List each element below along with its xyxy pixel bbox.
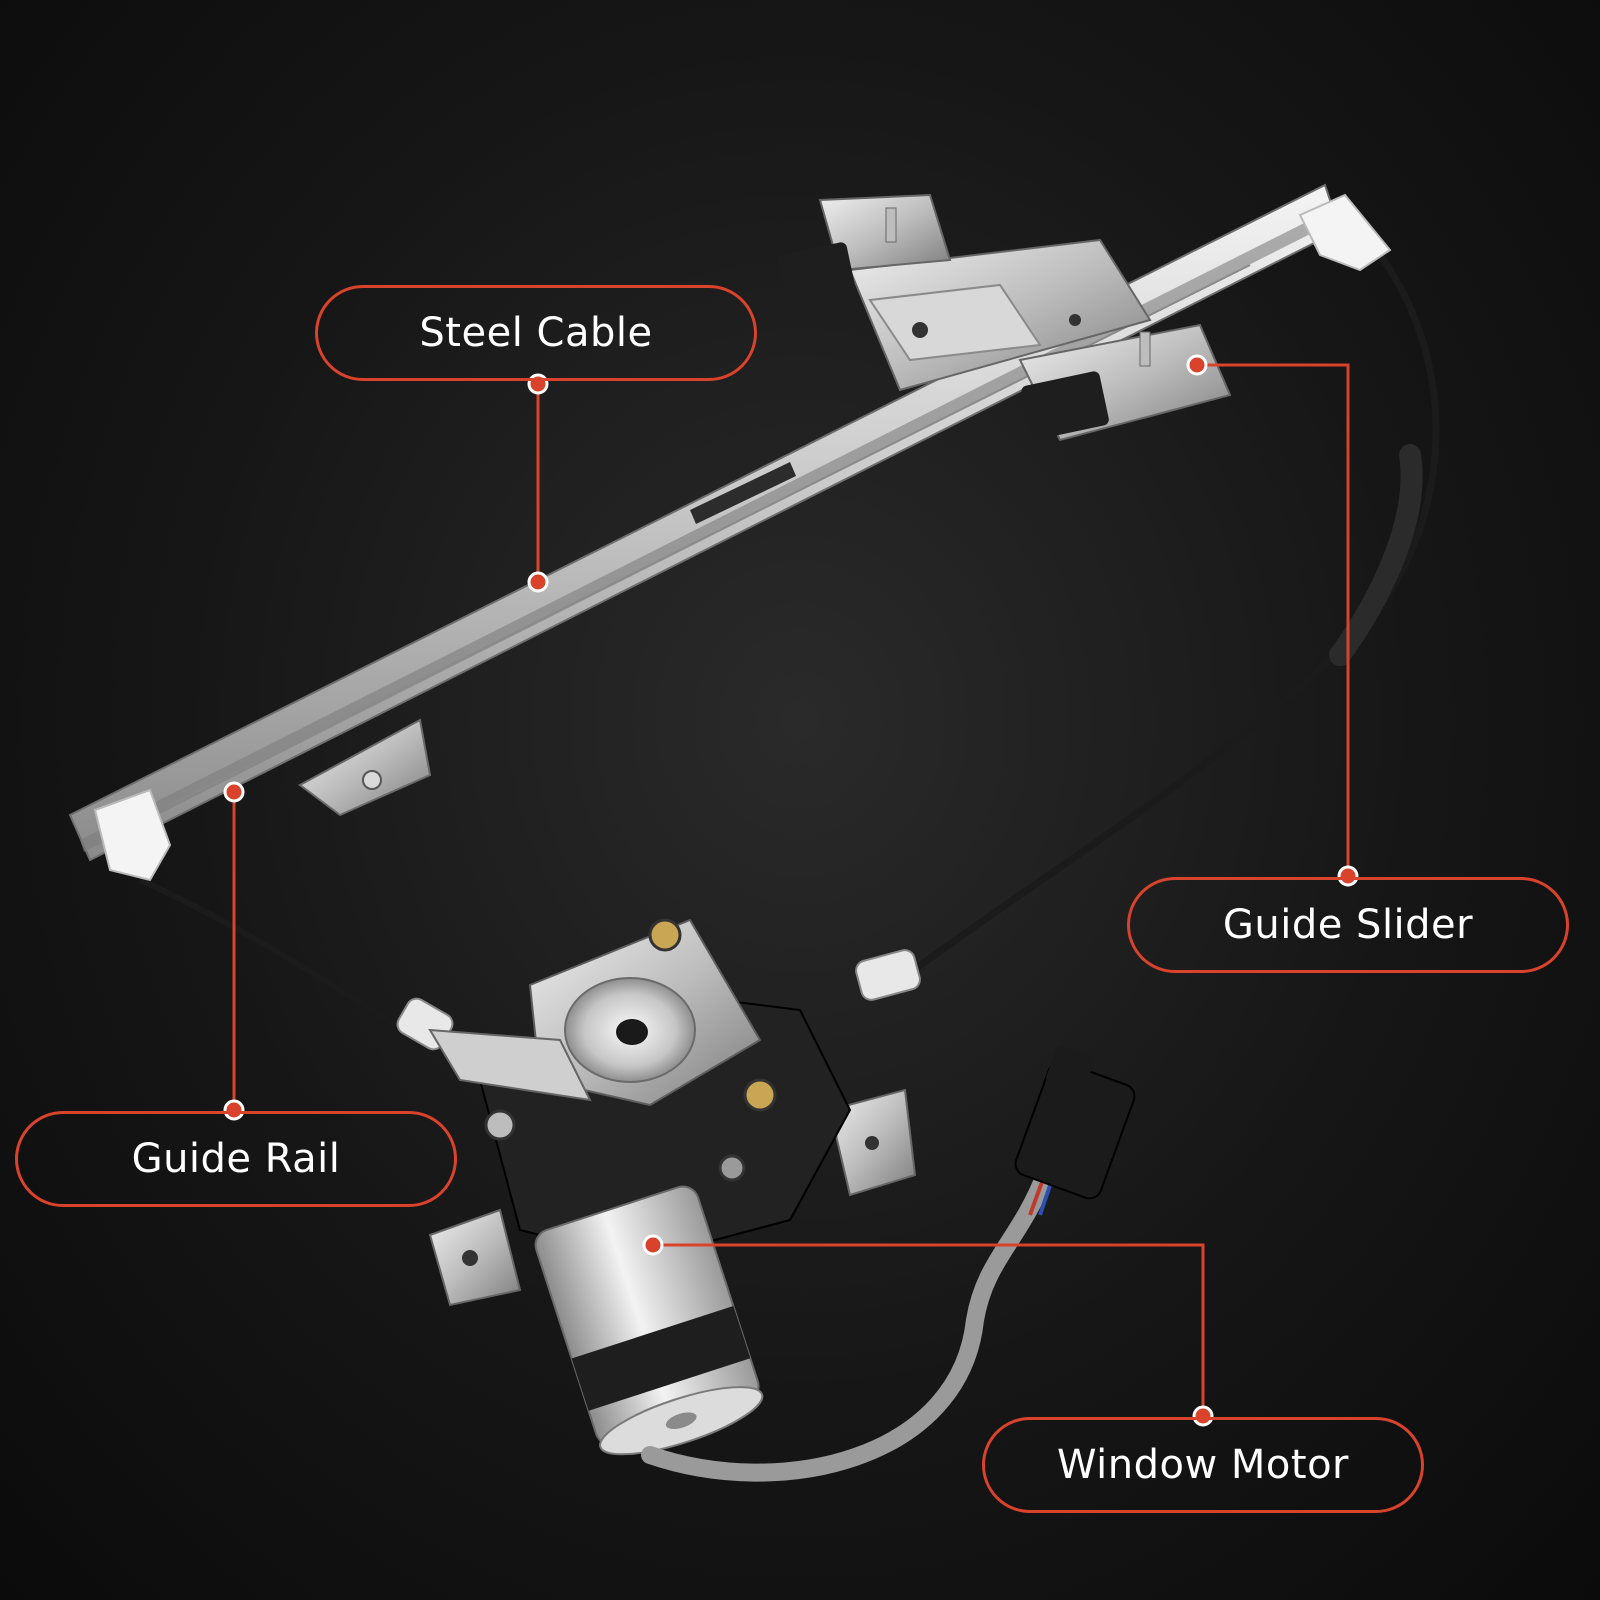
window-motor-text: Window Motor xyxy=(1056,1442,1349,1488)
connector xyxy=(1014,1060,1136,1200)
guide-slider-text: Guide Slider xyxy=(1222,902,1474,948)
steel-cable-text: Steel Cable xyxy=(419,310,653,356)
guide-rail-text: Guide Rail xyxy=(131,1136,341,1182)
steel-cable-label: Steel Cable xyxy=(315,285,757,381)
wire-harness xyxy=(641,1166,1054,1482)
steel-cable-loop xyxy=(897,252,1440,983)
guide-slider-label: Guide Slider xyxy=(1127,877,1569,973)
guide-slider xyxy=(778,193,1232,442)
window-motor xyxy=(396,918,1136,1482)
cable-sleeve xyxy=(1329,444,1423,666)
cable-lower-left xyxy=(138,877,422,1043)
callout-dots xyxy=(223,354,1359,1427)
callout-lines xyxy=(232,363,1350,1416)
guide-rail-label: Guide Rail xyxy=(15,1111,457,1207)
window-motor-label: Window Motor xyxy=(982,1417,1424,1513)
